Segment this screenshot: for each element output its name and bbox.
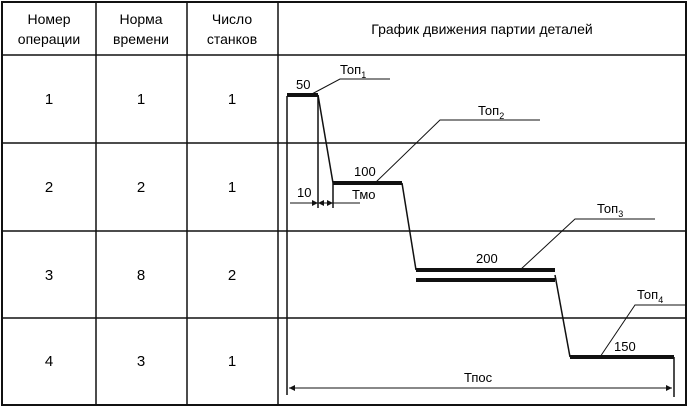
row3-machines: 2 xyxy=(228,267,236,284)
row2-op: 2 xyxy=(45,179,53,196)
op3-time-label: Топ3 xyxy=(597,201,623,219)
row4-machines: 1 xyxy=(228,353,236,370)
row1-machines: 1 xyxy=(228,91,236,108)
op4-value-label: 150 xyxy=(614,339,636,354)
table-row: 4 3 1 xyxy=(45,353,236,370)
header-machine-count-line1: Число xyxy=(212,11,252,27)
tmo-label: Тмо xyxy=(352,187,376,202)
graph-connectors xyxy=(317,94,571,358)
op1-time-label: Топ1 xyxy=(340,62,366,80)
row2-machines: 1 xyxy=(228,179,236,196)
row1-op: 1 xyxy=(45,91,53,108)
table-row: 2 2 1 xyxy=(45,179,236,196)
row2-norm: 2 xyxy=(137,179,145,196)
header-machine-count-line2: станков xyxy=(207,31,257,47)
header-time-norm-line1: Норма xyxy=(119,11,162,27)
tpos-label: Тпос xyxy=(464,370,493,385)
row4-norm: 3 xyxy=(137,353,145,370)
op4-time-label: Топ4 xyxy=(637,287,663,305)
table-header: Номер операции Норма времени Число станк… xyxy=(18,11,593,47)
table-row: 3 8 2 xyxy=(45,267,236,284)
header-op-number-line2: операции xyxy=(18,31,80,47)
op1-value-label: 50 xyxy=(296,77,310,92)
row4-op: 4 xyxy=(45,353,53,370)
op2-value-label: 100 xyxy=(354,164,376,179)
header-time-norm-line2: времени xyxy=(113,31,169,47)
op-label-leaders xyxy=(309,78,685,358)
header-op-number-line1: Номер xyxy=(27,11,70,27)
row3-op: 3 xyxy=(45,267,53,284)
offset-value-label: 10 xyxy=(297,185,311,200)
row1-norm: 1 xyxy=(137,91,145,108)
op2-time-label: Топ2 xyxy=(478,103,504,121)
table-row: 1 1 1 xyxy=(45,91,236,108)
header-chart-title: График движения партии деталей xyxy=(371,21,592,37)
row3-norm: 8 xyxy=(137,267,145,284)
op3-value-label: 200 xyxy=(476,251,498,266)
